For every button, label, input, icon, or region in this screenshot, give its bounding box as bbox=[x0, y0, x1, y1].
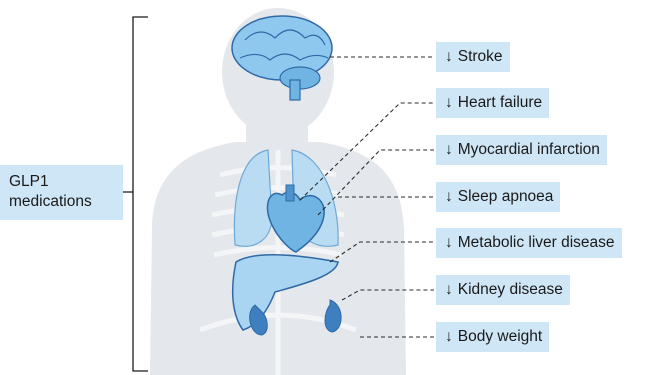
drug-line-2: medications bbox=[9, 192, 123, 212]
effect-heart-failure: ↓ Heart failure bbox=[436, 88, 549, 118]
down-arrow-icon: ↓ bbox=[445, 234, 453, 251]
down-arrow-icon: ↓ bbox=[445, 281, 453, 298]
effect-kidney-disease: ↓ Kidney disease bbox=[436, 275, 570, 305]
effect-metabolic-liver-disease: ↓ Metabolic liver disease bbox=[436, 228, 622, 258]
effect-body-weight: ↓ Body weight bbox=[436, 322, 549, 352]
effect-label: Kidney disease bbox=[458, 281, 563, 298]
effect-label: Stroke bbox=[458, 48, 503, 65]
effect-label: Metabolic liver disease bbox=[458, 234, 615, 251]
effect-label: Heart failure bbox=[458, 94, 542, 111]
effect-stroke: ↓ Stroke bbox=[436, 42, 510, 72]
down-arrow-icon: ↓ bbox=[445, 141, 453, 158]
down-arrow-icon: ↓ bbox=[445, 188, 453, 205]
effect-label: Body weight bbox=[458, 328, 542, 345]
down-arrow-icon: ↓ bbox=[445, 94, 453, 111]
drug-line-1: GLP1 bbox=[9, 172, 123, 192]
effect-myocardial-infarction: ↓ Myocardial infarction bbox=[436, 135, 607, 165]
down-arrow-icon: ↓ bbox=[445, 328, 453, 345]
effect-sleep-apnoea: ↓ Sleep apnoea bbox=[436, 182, 560, 212]
glp1-medications-label: GLP1 medications bbox=[0, 165, 123, 220]
medication-bracket bbox=[123, 17, 148, 371]
effect-label: Myocardial infarction bbox=[458, 141, 600, 158]
down-arrow-icon: ↓ bbox=[445, 48, 453, 65]
effect-label: Sleep apnoea bbox=[458, 188, 554, 205]
